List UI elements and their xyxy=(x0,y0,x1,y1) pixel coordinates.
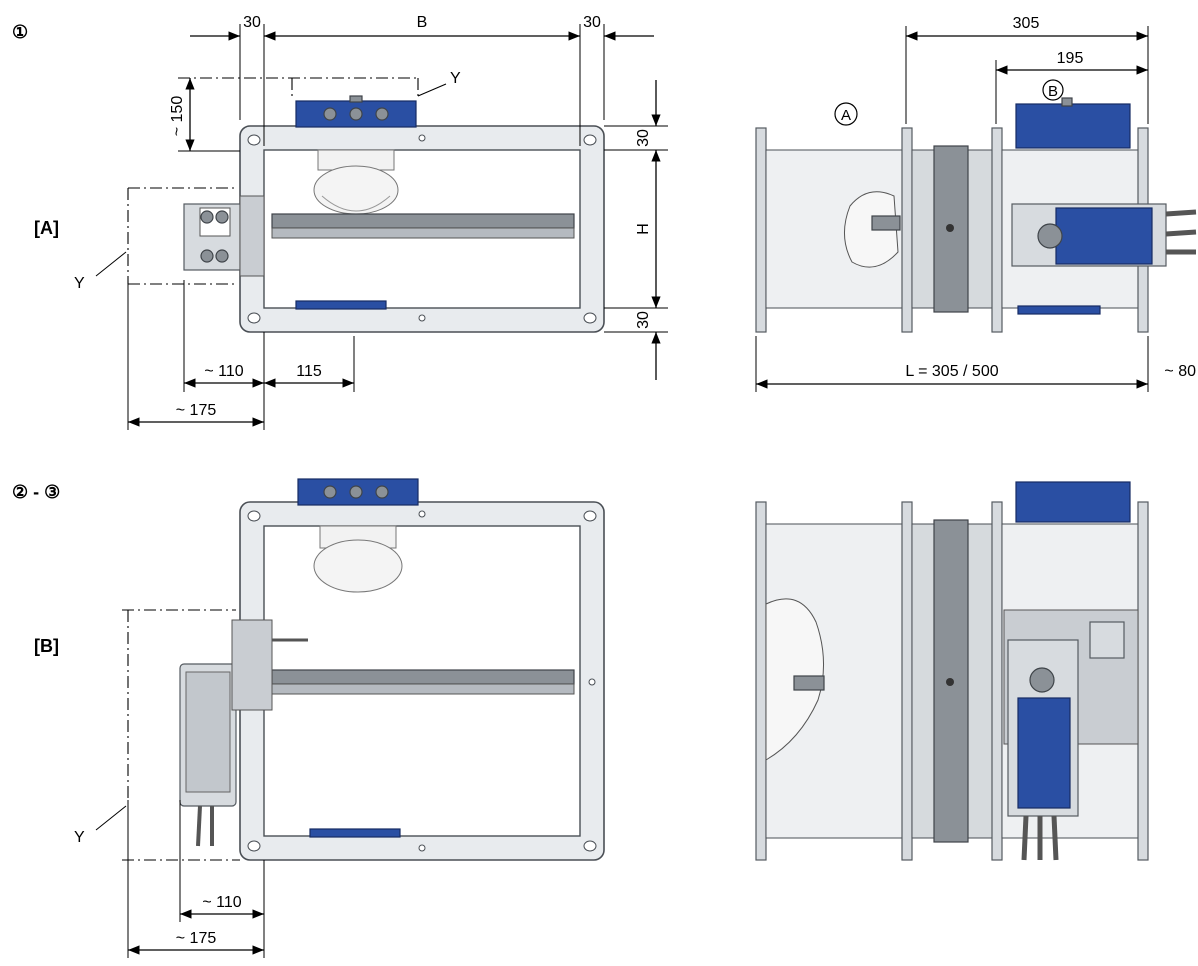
cutaway xyxy=(844,191,899,268)
mid-flange xyxy=(901,127,913,333)
view-number-1: ① xyxy=(12,22,28,42)
dim-b-110: ~ 110 xyxy=(202,894,241,911)
dimensions-front-b: ~ 110 ~ 175 Y xyxy=(74,609,265,958)
side-view-b xyxy=(755,481,1149,861)
bottom-seal xyxy=(295,300,387,310)
dim-side-80: ~ 80 xyxy=(1164,363,1196,380)
frame-corner-holes-b xyxy=(247,510,597,852)
cable-glands xyxy=(323,95,389,121)
dim-a-110: ~ 110 xyxy=(204,363,243,380)
side-actuator xyxy=(1015,103,1131,149)
row-label-a: [A] xyxy=(34,218,59,238)
motor-cables xyxy=(1165,209,1197,255)
circle-marker-a-text: A xyxy=(841,107,851,124)
label-y-b: Y xyxy=(74,829,85,846)
side-view-a xyxy=(755,97,1197,333)
actuator-motor-b xyxy=(179,619,308,847)
dim-side-195: 195 xyxy=(1057,50,1084,67)
side-actuator-b xyxy=(1015,481,1131,523)
dim-a-115: 115 xyxy=(296,363,322,380)
dim-height-150: ~ 150 xyxy=(169,96,186,137)
dim-right-top-30: 30 xyxy=(635,129,652,147)
limit-switch-a xyxy=(183,195,265,277)
circle-marker-a xyxy=(834,102,858,126)
thermal-release-b xyxy=(313,539,403,593)
dim-a-175: ~ 175 xyxy=(176,402,217,419)
row-label-b: [B] xyxy=(34,636,59,656)
dim-length-l: L = 305 / 500 xyxy=(905,363,998,380)
dim-top-right-30: 30 xyxy=(583,14,601,31)
thermal-release xyxy=(313,149,399,215)
dim-side-305: 305 xyxy=(1013,15,1040,32)
dim-height-h: H xyxy=(635,223,652,235)
front-view-a xyxy=(183,95,605,333)
frame-corner-holes xyxy=(247,134,597,324)
damper-blade-edge xyxy=(271,227,575,239)
circle-marker-b-text: B xyxy=(1048,83,1058,100)
label-y-top: Y xyxy=(450,70,461,87)
dim-width-b: B xyxy=(417,14,428,31)
circle-marker-b xyxy=(1042,79,1064,101)
side-bottom-seal xyxy=(1017,305,1101,315)
label-y-a: Y xyxy=(74,275,85,292)
motor-label xyxy=(1055,207,1153,265)
dimensions-front-a: 30 B 30 ~ 150 Y 30 H 30 ~ 110 115 ~ 175 xyxy=(74,14,668,430)
damper-blade xyxy=(271,213,575,229)
damper-blade-b xyxy=(271,669,575,685)
motor-label-b xyxy=(1017,697,1071,809)
left-flange xyxy=(755,127,767,333)
right-flange xyxy=(991,127,1003,333)
dim-b-175: ~ 175 xyxy=(176,930,217,947)
left-flange-b xyxy=(755,501,767,861)
dim-right-bottom-30: 30 xyxy=(635,311,652,329)
dimensions-side-a: 305 195 B A L = 305 / 500 ~ 80 xyxy=(755,15,1196,392)
view-number-23: ② - ③ xyxy=(12,482,60,502)
dim-top-left-30: 30 xyxy=(243,14,261,31)
motor-cables-b xyxy=(1021,815,1059,861)
front-view-b xyxy=(179,478,605,861)
